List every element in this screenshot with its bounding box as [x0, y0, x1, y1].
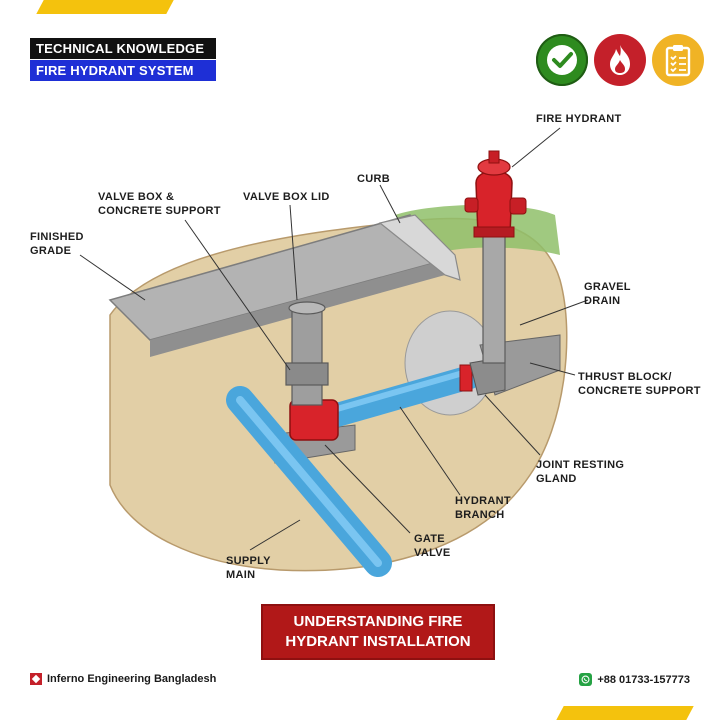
footer-company: Inferno Engineering Bangladesh [30, 673, 216, 685]
checkmark-icon [536, 34, 588, 86]
badge-row [536, 34, 704, 86]
label-hydrant-branch: HYDRANT BRANCH [455, 495, 511, 521]
label-curb: CURB [357, 173, 390, 185]
hydrant-installation-diagram [79, 127, 589, 577]
label-fire-hydrant: FIRE HYDRANT [536, 113, 622, 125]
valve-box-lid [288, 301, 326, 315]
footer-contact: +88 01733-157773 [579, 673, 690, 686]
label-finished-grade: FINISHED GRADE [30, 231, 84, 257]
leader-lines [79, 127, 589, 551]
label-supply-main: SUPPLY MAIN [226, 555, 271, 581]
valve-box [291, 309, 323, 406]
title-banner: UNDERSTANDING FIRE HYDRANT INSTALLATION [261, 604, 495, 660]
label-joint-resting-gland: JOINT RESTING GLAND [536, 459, 625, 485]
company-name: Inferno Engineering Bangladesh [47, 673, 217, 685]
header-tags: TECHNICAL KNOWLEDGE FIRE HYDRANT SYSTEM [30, 38, 216, 81]
label-thrust-block: THRUST BLOCK/ CONCRETE SUPPORT [578, 371, 701, 397]
hydrant-riser [482, 234, 506, 364]
label-gravel-drain: GRAVEL DRAIN [584, 281, 631, 307]
header-line1: TECHNICAL KNOWLEDGE [30, 38, 216, 59]
decorative-stripe-top [36, 0, 174, 14]
label-valve-box-support: VALVE BOX & CONCRETE SUPPORT [98, 191, 221, 217]
whatsapp-icon [579, 673, 593, 686]
gate-valve [289, 399, 339, 441]
curb [378, 214, 461, 281]
header-line2: FIRE HYDRANT SYSTEM [30, 60, 216, 81]
phone-number[interactable]: +88 01733-157773 [597, 673, 690, 686]
label-gate-valve: GATE VALVE [414, 533, 451, 559]
decorative-stripe-bottom [556, 706, 694, 720]
hydrant-branch-pipe [318, 365, 482, 429]
joint-ring [459, 364, 473, 392]
hydrant-head [475, 170, 513, 236]
label-valve-box-lid: VALVE BOX LID [243, 191, 330, 203]
clipboard-checklist-icon [652, 34, 704, 86]
fire-icon [594, 34, 646, 86]
company-logo-icon [30, 673, 42, 685]
